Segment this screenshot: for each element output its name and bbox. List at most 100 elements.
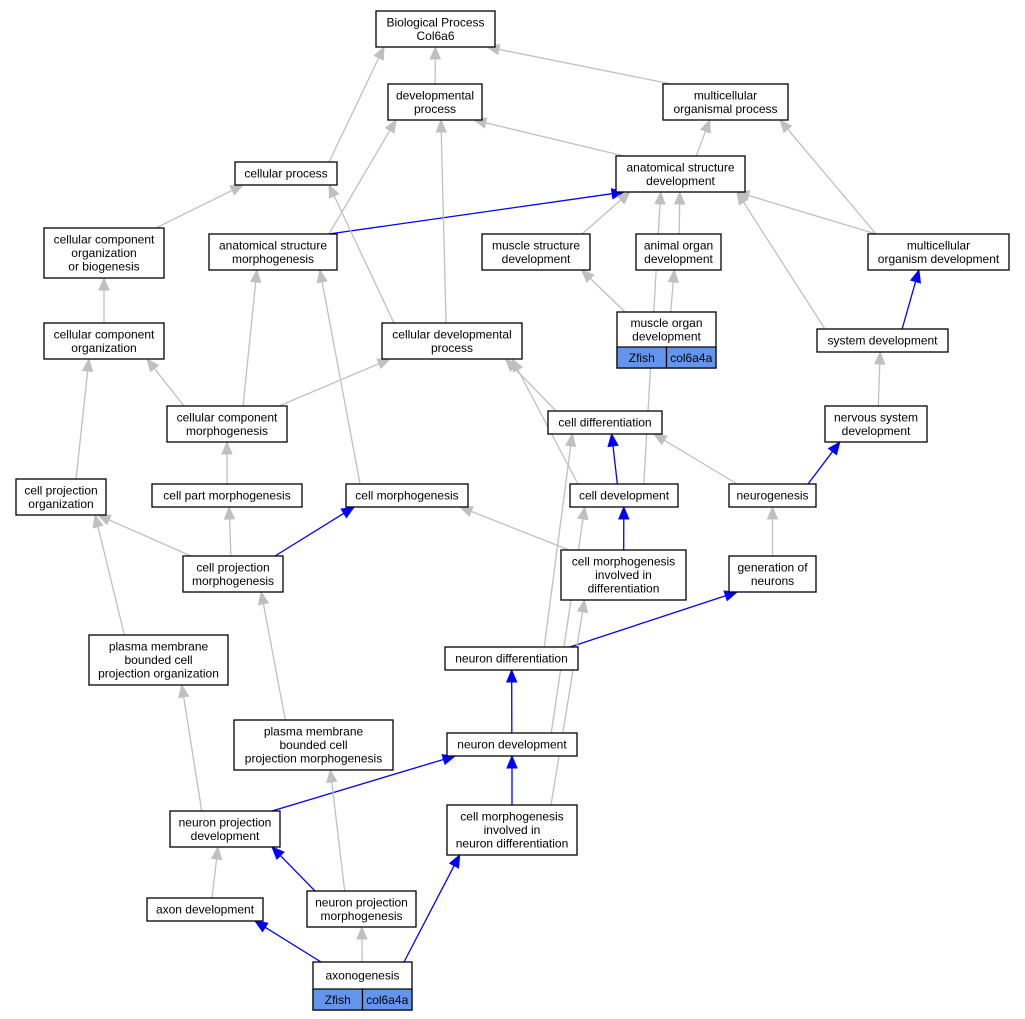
- term-node-celldev[interactable]: cell development: [569, 483, 679, 508]
- edge-cprojm-to-cellm: [274, 512, 345, 557]
- edge-neurogen-to-celldiff: [663, 439, 738, 485]
- term-label: muscle organ: [630, 316, 702, 330]
- term-node-cellproc[interactable]: cellular process: [234, 161, 338, 186]
- edge-arrowhead: [652, 433, 668, 446]
- term-label: projection organization: [98, 667, 219, 681]
- edge-mod-to-asd: [748, 194, 877, 235]
- term-box: [569, 483, 679, 508]
- edge-cmind-to-cmid: [550, 611, 584, 806]
- edge-arrowhead: [249, 268, 262, 284]
- term-node-neurdev[interactable]: neuron development: [446, 732, 578, 757]
- edge-arrowhead: [458, 506, 474, 517]
- edge-arrowhead: [210, 845, 223, 861]
- term-box: [375, 10, 496, 48]
- edge-axondev-to-npd: [211, 858, 218, 899]
- edge-arrowhead: [221, 440, 233, 455]
- edge-arrowhead: [328, 183, 340, 199]
- edge-cprojm-to-cpo: [108, 519, 192, 557]
- term-label: organization: [71, 246, 136, 260]
- edge-arrowhead: [766, 505, 779, 520]
- edge-arrowhead: [580, 269, 595, 283]
- edge-ccm-to-asm: [242, 281, 257, 407]
- edge-asm-to-devproc: [328, 130, 391, 235]
- term-label: plasma membrane: [264, 725, 364, 739]
- annotation-cell: [665, 346, 717, 369]
- term-node-axondev[interactable]: axon development: [146, 897, 264, 922]
- edge-npd-to-neurdev: [271, 758, 444, 812]
- term-label: Col6a6: [416, 29, 454, 43]
- term-box: [234, 161, 338, 186]
- term-label: cellular process: [244, 167, 327, 181]
- edge-arrowhead: [616, 191, 631, 205]
- term-label: cell projection: [196, 560, 269, 574]
- term-label: axon development: [156, 903, 255, 917]
- edge-arrowhead: [576, 598, 589, 614]
- term-label: organism development: [878, 252, 1000, 266]
- term-label: neuron differentiation: [456, 837, 569, 851]
- term-box: [166, 405, 288, 443]
- term-node-neurdiff[interactable]: neuron differentiation: [444, 646, 579, 671]
- edge-arrowhead: [667, 268, 679, 283]
- term-label: bounded cell: [124, 653, 192, 667]
- term-box: [146, 897, 264, 922]
- edge-asm-to-asd: [328, 193, 613, 235]
- edge-mod-to-multiproc: [787, 128, 877, 235]
- edge-arrowhead: [577, 505, 589, 521]
- term-node-sysdev[interactable]: system development: [816, 328, 949, 353]
- term-label: multicellular: [907, 238, 970, 252]
- term-label: morphogenesis: [320, 909, 402, 923]
- edge-sysdev-to-mod: [901, 281, 917, 330]
- term-label: anatomical structure: [219, 238, 327, 252]
- term-label: cell projection: [24, 483, 97, 497]
- edge-cdp-to-cellproc: [333, 195, 395, 324]
- term-node-cpartm[interactable]: cell part morphogenesis: [151, 483, 303, 508]
- term-node-celldiff[interactable]: cell differentiation: [547, 410, 663, 435]
- term-label: cell part morphogenesis: [163, 489, 290, 503]
- term-box: [867, 233, 1010, 271]
- term-label: developmental: [396, 88, 474, 102]
- term-node-neurogen[interactable]: neurogenesis: [728, 483, 817, 508]
- annotation-label: Zfish: [629, 351, 655, 365]
- term-label: organization: [71, 341, 136, 355]
- edge-arrowhead: [253, 920, 269, 933]
- annotation-tags: Zfish col6a4a: [616, 346, 717, 369]
- edge-celldev-to-celldiff: [612, 445, 618, 485]
- term-label: morphogenesis: [232, 252, 314, 266]
- annotation-label: col6a4a: [670, 351, 712, 365]
- edge-nsd-to-sysdev: [877, 363, 881, 407]
- edge-arrowhead: [607, 432, 619, 448]
- term-box: [43, 322, 165, 360]
- term-label: projection morphogenesis: [245, 752, 382, 766]
- edge-neurdiff-to-celldiff: [543, 445, 572, 648]
- term-label: neuron differentiation: [455, 652, 568, 666]
- term-label: neuron development: [457, 738, 567, 752]
- term-node-cellm[interactable]: cell morphogenesis: [345, 483, 469, 508]
- term-label: morphogenesis: [186, 424, 268, 438]
- edge-arrowhead: [223, 505, 236, 520]
